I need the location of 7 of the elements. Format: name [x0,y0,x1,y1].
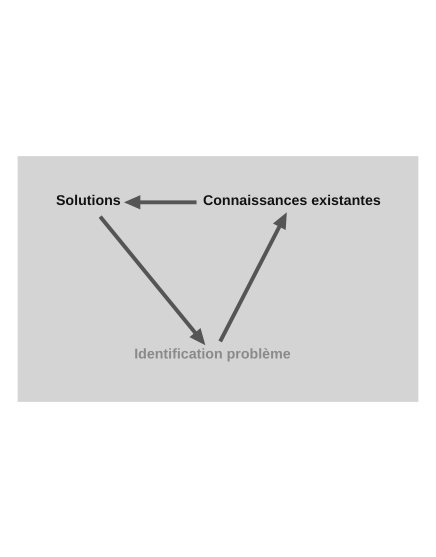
arrow [98,214,206,345]
node-text: Identification problème [134,346,291,362]
arrow [218,212,287,342]
cluster [18,156,418,402]
arrow [124,194,197,209]
node-text: Connaissances existantes [202,192,381,209]
node-text: Solutions [56,192,121,209]
